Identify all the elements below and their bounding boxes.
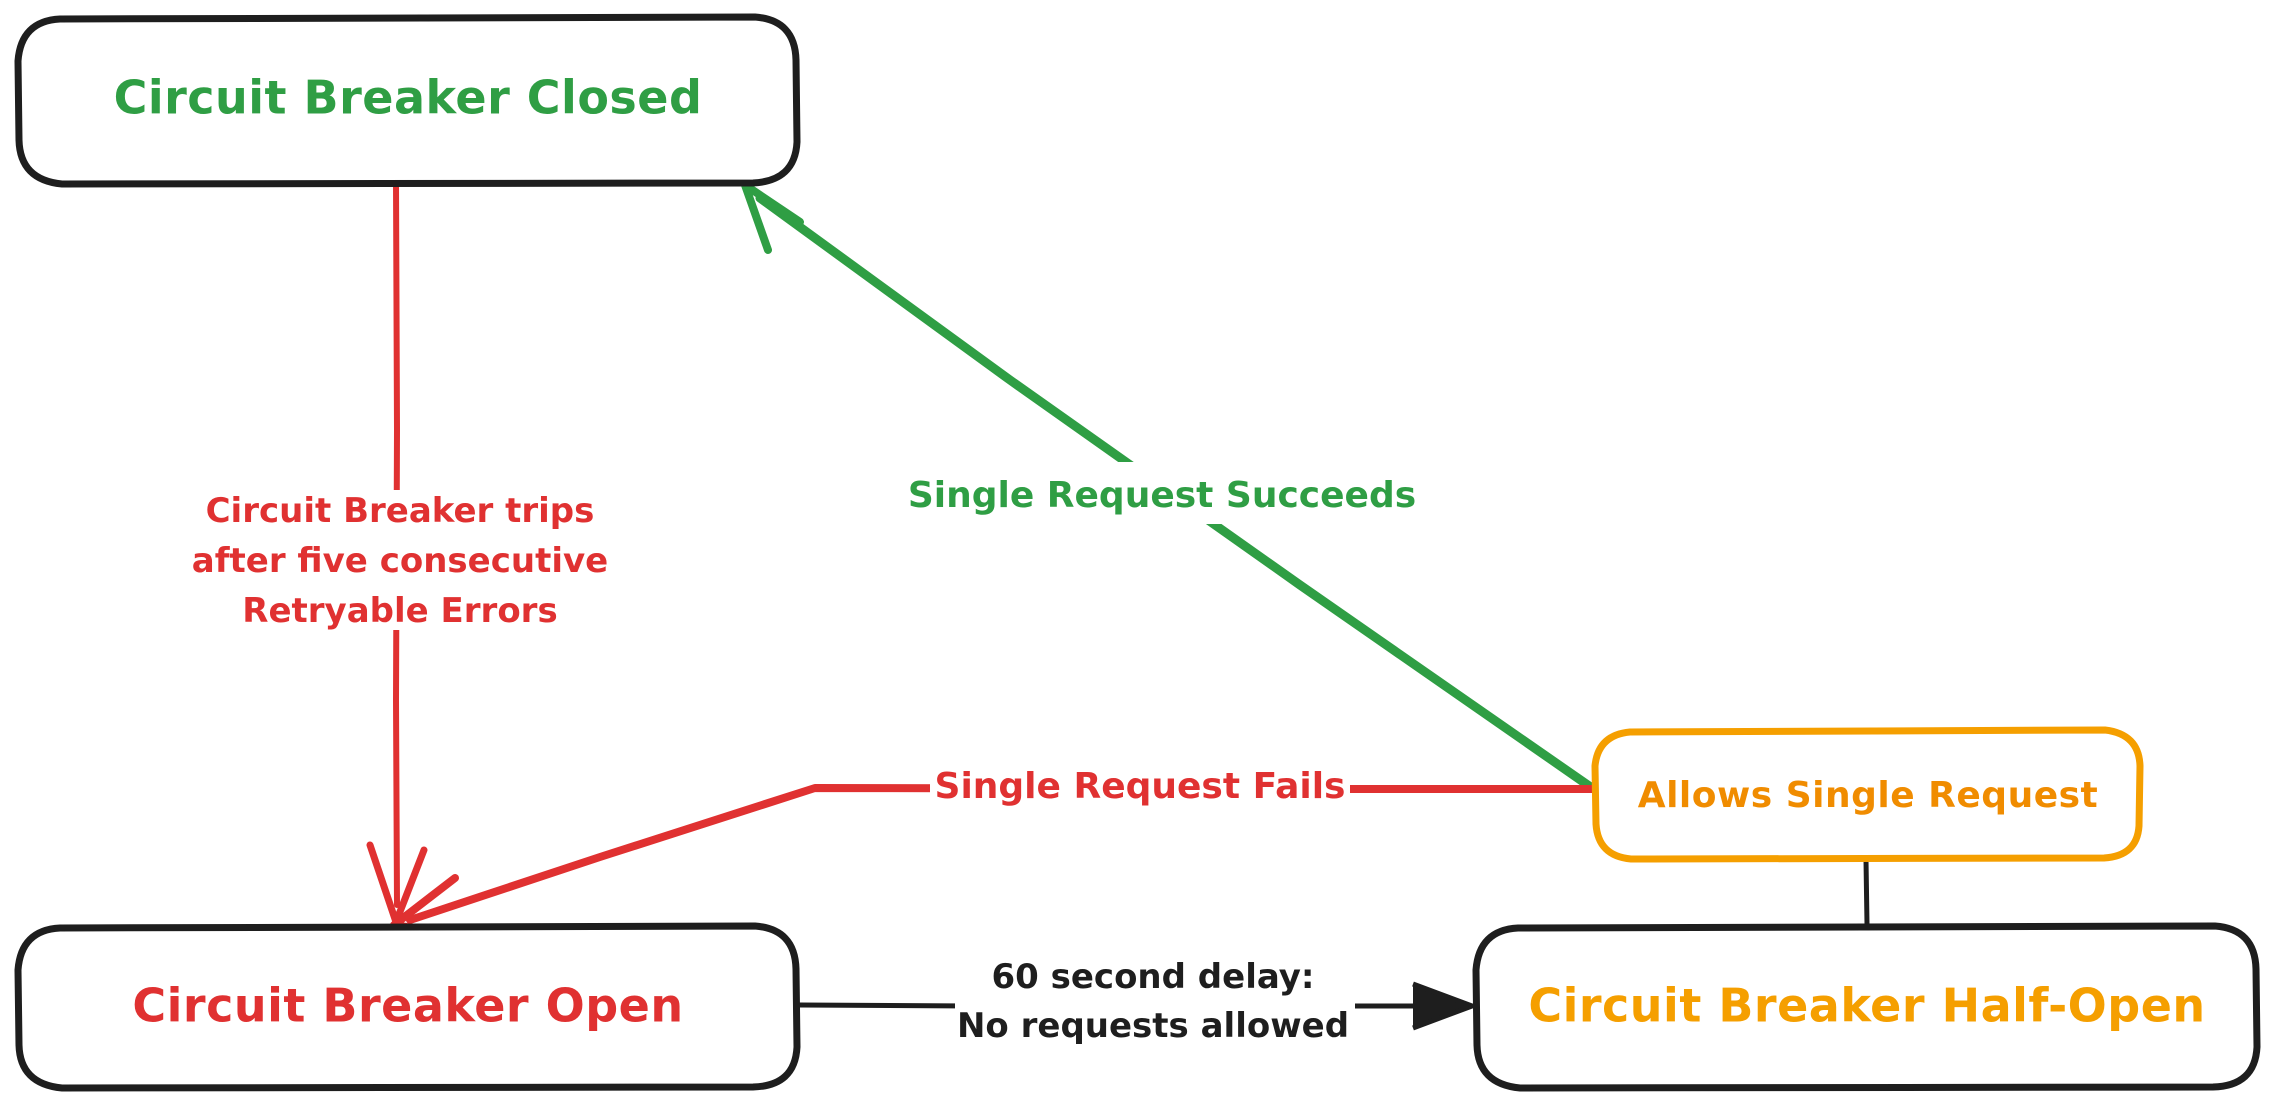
node-allows-single-request[interactable]: Allows Single Request <box>1591 726 2144 863</box>
edge-label-closed-to-open: Circuit Breaker trips after five consecu… <box>190 490 610 631</box>
edge-label-closed-to-open-line1: Circuit Breaker trips <box>206 491 595 531</box>
edge-label-allows-to-closed-text: Single Request Succeeds <box>908 475 1416 516</box>
edge-allows-to-halfopen <box>1863 857 1870 927</box>
edge-label-open-to-halfopen-bg <box>955 944 1355 1064</box>
edge-label-closed-to-open-bg <box>190 490 610 630</box>
edge-allows-to-closed-arrowhead <box>741 181 804 254</box>
edge-label-open-to-halfopen-line1: 60 second delay: <box>991 957 1314 997</box>
edge-label-allows-to-closed-bg <box>915 462 1415 524</box>
edge-label-allows-to-open: Single Request Fails <box>930 752 1350 810</box>
edge-open-to-halfopen <box>797 981 1475 1031</box>
node-circuit-breaker-half-open[interactable]: Circuit Breaker Half-Open <box>1472 922 2261 1092</box>
node-closed-border <box>14 13 801 188</box>
edge-allows-to-open-line <box>406 784 1596 924</box>
node-open-label: Circuit Breaker Open <box>132 979 683 1033</box>
edge-label-open-to-halfopen: 60 second delay: No requests allowed <box>955 944 1355 1064</box>
node-open-border <box>14 922 801 1092</box>
edge-label-closed-to-open-line2: after five consecutive <box>192 541 608 581</box>
node-circuit-breaker-closed[interactable]: Circuit Breaker Closed <box>14 13 801 188</box>
edge-open-to-halfopen-arrowhead <box>1412 981 1475 1031</box>
edge-label-allows-to-closed: Single Request Succeeds <box>908 462 1416 524</box>
node-allows-label: Allows Single Request <box>1638 775 2099 816</box>
edge-allows-to-open <box>390 784 1596 939</box>
edge-label-allows-to-open-text: Single Request Fails <box>935 766 1346 807</box>
edge-label-closed-to-open-line3: Retryable Errors <box>242 591 557 631</box>
edge-allows-to-halfopen-line <box>1863 857 1870 927</box>
node-halfopen-label: Circuit Breaker Half-Open <box>1528 979 2205 1033</box>
node-allows-border <box>1591 726 2144 863</box>
edge-open-to-halfopen-line-left <box>797 1002 975 1009</box>
edge-label-allows-to-open-bg <box>930 752 1350 810</box>
edge-label-open-to-halfopen-line2: No requests allowed <box>957 1006 1349 1046</box>
node-closed-label: Circuit Breaker Closed <box>114 71 703 125</box>
node-halfopen-border <box>1472 922 2261 1092</box>
node-circuit-breaker-open[interactable]: Circuit Breaker Open <box>14 922 801 1092</box>
